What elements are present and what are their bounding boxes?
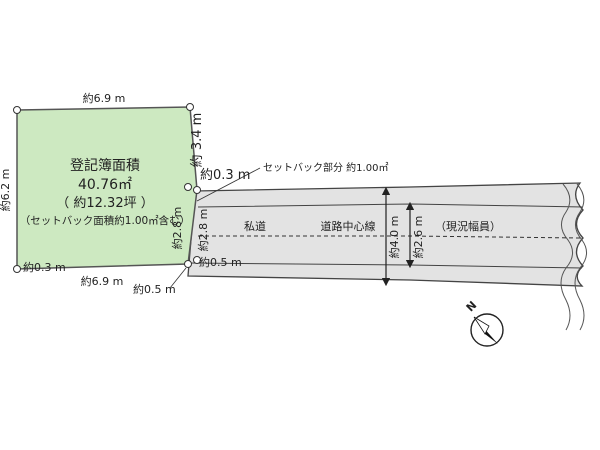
private-road-label: 私道 [244, 219, 266, 233]
dimension-upper-offset: 約0.3 m [200, 168, 250, 183]
dimension-right-lower-inner: 約2.8 m [196, 209, 210, 252]
dimension-bottom: 約6.9 m [81, 274, 124, 288]
lot-tsubo: （ 約12.32坪 ） [56, 196, 153, 211]
dimension-lower-offset-left: 約0.5 m [133, 282, 176, 296]
lot-parcel [16, 106, 198, 270]
lot-title: 登記簿面積 [70, 157, 140, 174]
current-width-label: （現況幅員） [435, 219, 501, 233]
dimension-top: 約6.9 m [83, 91, 126, 105]
dimension-right-upper: 約 3.4 m [190, 113, 205, 168]
lot-setback-note: （セットバック面積約1.00㎡含む） [20, 214, 190, 227]
lot-corner-markers [13, 103, 201, 273]
dimension-lower-offset-right: 約0.5 m [199, 255, 242, 269]
center-line-label: 道路中心線 [321, 219, 376, 233]
road-break-line-2 [574, 183, 587, 331]
dimension-left: 約6.2 m [0, 169, 12, 212]
north-label: N [464, 299, 480, 315]
setback-area-label: セットバック部分 約1.00㎡ [263, 161, 388, 174]
north-arrow-icon [470, 313, 504, 347]
dimension-right-lower: 約2.8 m [170, 207, 184, 250]
dimension-bottom-left-offset: 約0.3 m [23, 260, 66, 274]
setback-leader [196, 167, 261, 202]
road-width-26-label: 約2.6 m [411, 216, 425, 259]
offset-leader [169, 267, 187, 289]
lot-area: 40.76㎡ [78, 177, 132, 193]
road-break-line-1 [560, 183, 573, 331]
road-width-4-label: 約4.0 m [387, 216, 401, 259]
